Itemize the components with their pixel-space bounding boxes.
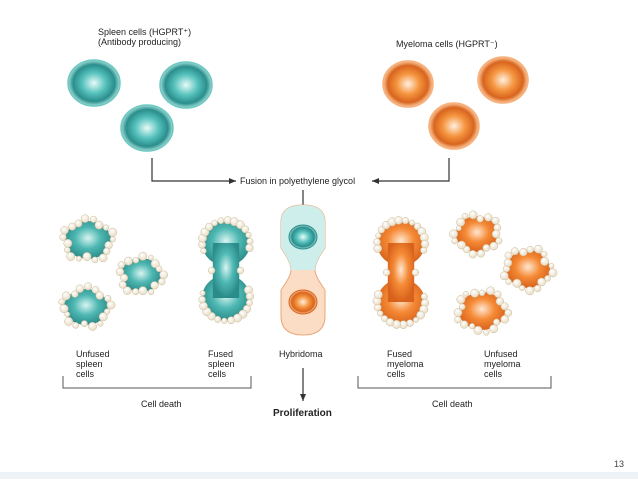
spleen-cells-title: Spleen cells (HGPRT⁺) bbox=[98, 27, 192, 37]
fusion-label: Fusion in polyethylene glycol bbox=[240, 176, 356, 186]
hybridoma-myeloma-nucleus bbox=[288, 289, 318, 315]
fused-myeloma-label: Fused myeloma cells bbox=[387, 349, 424, 379]
arrow-from-myeloma bbox=[372, 158, 450, 184]
spleen-cells-group bbox=[67, 59, 213, 152]
unfused-myeloma-cell bbox=[449, 210, 503, 259]
hybridoma-cell bbox=[280, 204, 326, 336]
bracket-left bbox=[62, 376, 252, 389]
spleen-cell bbox=[67, 59, 121, 107]
unfused-spleen-cell bbox=[115, 251, 169, 296]
cell-death-left-label: Cell death bbox=[141, 399, 182, 409]
proliferation-label: Proliferation bbox=[273, 408, 332, 419]
fusion-arrows bbox=[151, 158, 450, 401]
myeloma-cells-group bbox=[382, 56, 529, 150]
hybridoma-label: Hybridoma bbox=[279, 349, 323, 359]
cell-death-brackets bbox=[62, 376, 552, 389]
fused-spleen-cell bbox=[198, 216, 255, 325]
fused-spleen-label: Fused spleen cells bbox=[208, 349, 235, 379]
myeloma-cell bbox=[477, 56, 529, 104]
spleen-cell bbox=[120, 104, 174, 152]
fused-and-unfused-cells bbox=[58, 210, 558, 336]
hybridoma-spleen-nucleus bbox=[288, 224, 318, 250]
myeloma-cells-title: Myeloma cells (HGPRT⁻) bbox=[396, 39, 498, 49]
spleen-cell bbox=[159, 61, 213, 109]
spleen-cells-subtitle: (Antibody producing) bbox=[98, 37, 182, 47]
arrow-from-spleen bbox=[151, 158, 236, 184]
page-number: 13 bbox=[613, 459, 624, 469]
fused-myeloma-cell bbox=[372, 216, 430, 329]
myeloma-cell bbox=[382, 60, 434, 108]
unfused-spleen-label: Unfused spleen cells bbox=[76, 349, 110, 379]
bottom-bar bbox=[0, 472, 638, 479]
unfused-spleen-cell bbox=[58, 282, 116, 331]
myeloma-cell bbox=[428, 102, 480, 150]
unfused-myeloma-cell bbox=[499, 244, 558, 296]
cell-death-right-label: Cell death bbox=[432, 399, 473, 409]
unfused-myeloma-label: Unfused myeloma cells bbox=[484, 349, 521, 379]
unfused-myeloma-cell bbox=[453, 286, 513, 336]
bracket-right bbox=[357, 376, 552, 389]
unfused-spleen-cell bbox=[59, 214, 118, 264]
